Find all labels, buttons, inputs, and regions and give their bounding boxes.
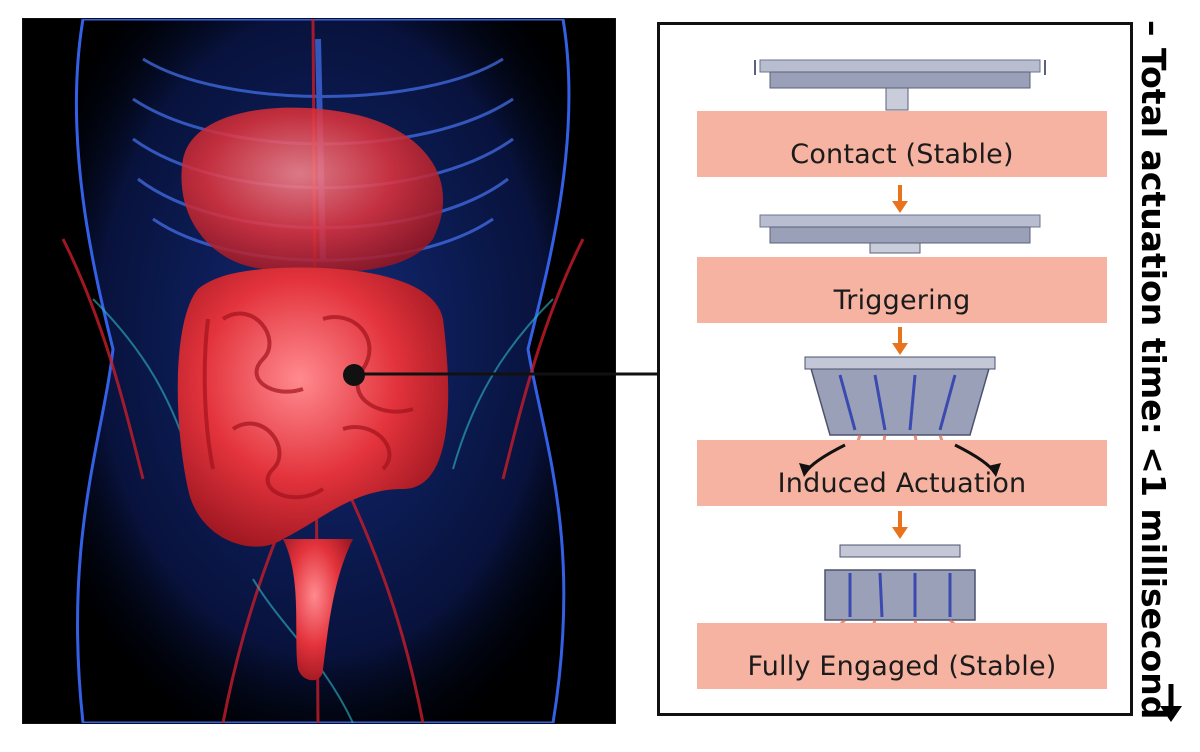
stage-label: Induced Actuation [778, 468, 1027, 506]
abdomen-image [23, 19, 615, 723]
stage-fully-engaged: Fully Engaged (Stable) [697, 623, 1107, 689]
device-triggering [760, 215, 1040, 253]
anatomy-illustration [22, 18, 616, 724]
stage-label: Contact (Stable) [790, 139, 1013, 177]
stage-triggering: Triggering [697, 257, 1107, 323]
flow-arrow-3 [890, 511, 910, 541]
device-contact [755, 60, 1045, 110]
pointer-dot [343, 364, 365, 386]
stage-label: Triggering [834, 285, 971, 323]
stage-label: Fully Engaged (Stable) [747, 651, 1056, 689]
stage-induced-actuation: Induced Actuation [697, 440, 1107, 506]
stage-contact: Contact (Stable) [697, 111, 1107, 177]
stages-panel: Contact (Stable) Triggering Induced Actu… [657, 22, 1133, 716]
flow-arrow-2 [890, 327, 910, 357]
flow-arrow-1 [890, 185, 910, 215]
timeline-arrow-icon [1156, 684, 1186, 724]
timeline-label: – Total actuation time: <1 millisecond [1134, 20, 1173, 680]
timeline-text: Total actuation time: <1 millisecond [1134, 48, 1173, 719]
timeline-tick: – [1134, 20, 1173, 37]
